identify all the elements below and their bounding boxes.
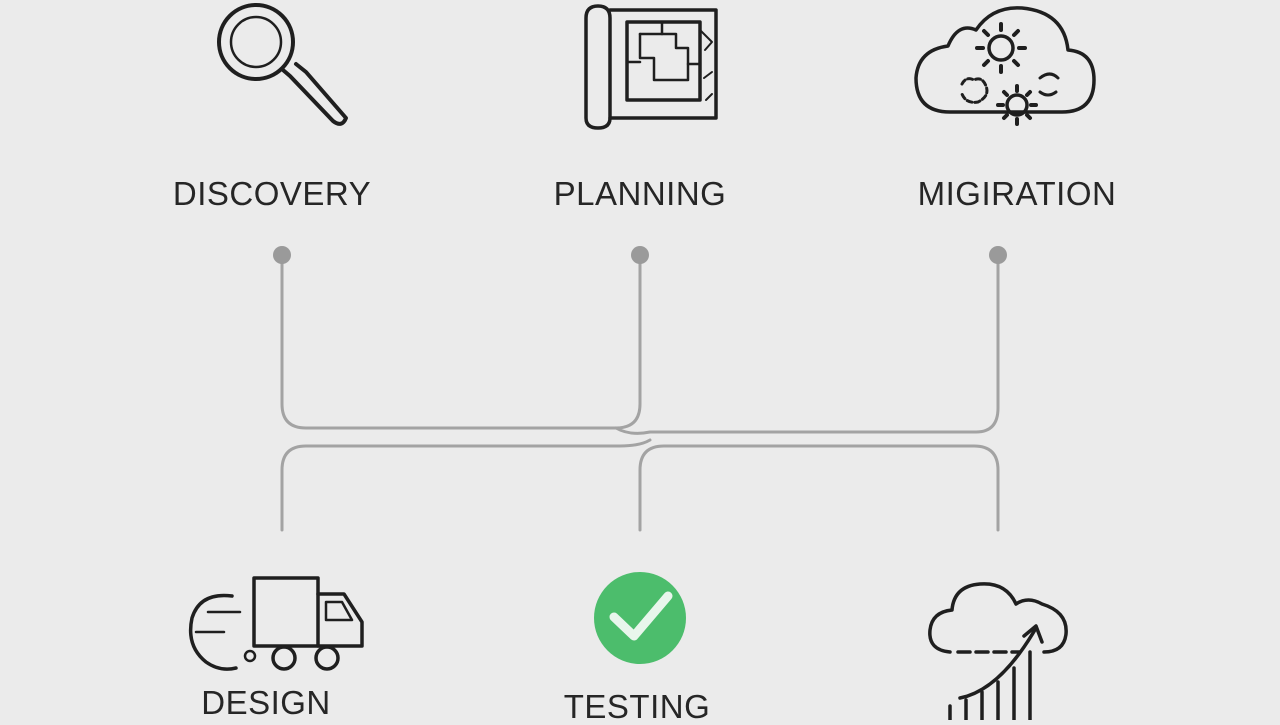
blueprint-icon [584, 4, 718, 130]
dot-migration [989, 246, 1007, 264]
connector-testing-cloud [638, 444, 1000, 532]
truck-icon [188, 576, 364, 671]
stage-label-testing: TESTING [563, 688, 711, 725]
dot-discovery [273, 246, 291, 264]
cloud-upload-chart-icon [928, 582, 1068, 722]
connector-planning-migration [614, 253, 1000, 435]
cloud-gears-icon [914, 6, 1096, 126]
connector-design-testing [280, 438, 652, 532]
stage-label-planning: PLANNING [553, 175, 727, 212]
stage-label-design: DESIGN [201, 684, 331, 721]
stage-label-migration: MIGIRATION [917, 175, 1117, 212]
connectors [280, 253, 1000, 532]
connector-discovery-planning [280, 253, 642, 430]
stage-label-discovery: DISCOVERY [172, 175, 372, 212]
dot-planning [631, 246, 649, 264]
connector-dots [273, 246, 1007, 264]
magnifying-glass-icon [217, 3, 348, 126]
check-circle-icon [594, 572, 686, 664]
